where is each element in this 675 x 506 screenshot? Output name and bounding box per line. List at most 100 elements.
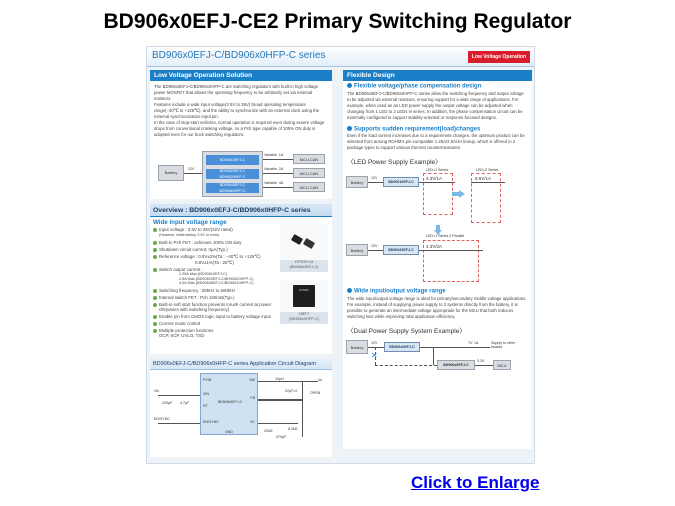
pin-vin: VIN [203, 392, 209, 396]
feature-item: Internal switch FET : Pch 160mΩ(Typ.) [150, 295, 278, 300]
pin-sw: SW [249, 378, 255, 382]
package-caption-htsopj8: HTSOPJ-8(BD906x0EFJ-C) [280, 260, 328, 272]
package-caption-hrp7: HRP7(BD906x0HFP-C) [280, 312, 328, 324]
vin-label: Vin [154, 389, 160, 393]
product-brief-image[interactable]: BD906x0EFJ-C/BD906x0HFP-C series Low Vol… [146, 46, 535, 464]
wire [368, 346, 384, 348]
config-label: LED=1 Series 2 Parallel [426, 234, 465, 238]
dashed-wire [375, 346, 376, 365]
bullet-icon [347, 288, 352, 293]
subhead-compensation: Flexible voltage/phase compensation desi… [343, 81, 532, 90]
overview-subtitle: Wide input voltage range [153, 219, 227, 226]
cross-icon: ✕ [371, 350, 378, 360]
wire [368, 182, 383, 183]
load-block-1: MCU,CAN [293, 154, 325, 164]
chip-icon [302, 237, 316, 250]
load-changes-text: Even if the load current increases due t… [347, 133, 525, 150]
right-arrow-icon [459, 190, 465, 198]
output-label-2: Variable, 2A [264, 167, 284, 171]
wire [419, 182, 455, 183]
feature-item: Switch output current : 1.25A Max.(BD906… [150, 267, 278, 286]
circuit-panel: BD906x0EFJ-C/BD906x0HFP-C series Applica… [150, 359, 332, 457]
load-block-3: MCU,CAN [293, 182, 325, 192]
pin-pvin: PVIN [203, 378, 212, 382]
r-fb-label: 8.2kΩ [288, 427, 298, 431]
block-diagram: Battery 12V BD90610EFJ-C BD90620EFJ-C BD… [150, 151, 332, 199]
doc-header: BD906x0EFJ-C/BD906x0HFP-C series Low Vol… [147, 47, 534, 67]
ic-label: BD906x0EFJ-C [217, 400, 243, 404]
arrow-shaft [452, 192, 459, 196]
feature-item: Input voltage : 3.5V to 36V(42V rated)(H… [150, 227, 278, 239]
en-label: EN/SYNC [154, 417, 170, 421]
config-label: LED=2 Series [476, 168, 499, 172]
input-voltage-label: 12V [371, 340, 378, 345]
intro-para-2: Features include a wide input voltage(3.… [154, 102, 320, 119]
feature-item: Current mode control [150, 321, 328, 327]
vo-label: Vo [318, 378, 323, 382]
load-block-2: MCU,CAN [293, 168, 325, 178]
pin-en-sync: EN/SYNC [203, 420, 219, 424]
ic-block-3: BD90640EFJ-C BD90640HFP-C [205, 182, 260, 194]
wide-range-text: The wide input/output voltage range is i… [347, 295, 527, 319]
vc-wire [258, 423, 298, 424]
wire [368, 250, 383, 251]
led-example-title: 〈LED Power Supply Example〉 [347, 159, 442, 166]
output-destination: Supply to other boards [491, 340, 516, 350]
wire [420, 346, 490, 348]
chip-icon: ROHM [293, 285, 315, 307]
bullet-icon [347, 125, 352, 131]
ic-block-1: BD90610EFJ-C [205, 154, 260, 166]
intro-para-3: In the case of stop-start vehicles, norm… [154, 120, 325, 137]
led-config-3-box [423, 240, 479, 282]
left-column: Low Voltage Operation Solution The BD906… [150, 70, 332, 457]
feature-item: Built-in Pch FET : achieves 100% ON duty [150, 240, 278, 246]
ic-group: BD90610EFJ-C BD90620EFJ-C BD90620HFP-C B… [202, 151, 263, 197]
pin-fb: FB [250, 396, 255, 400]
ic-block: BD90620EFJ-C [383, 245, 419, 255]
compensation-text: The BD906x0EFJ-C/BD906x0HFP-C series all… [347, 90, 524, 120]
output-label-1: Variable, 1A [264, 153, 284, 157]
cin2-label: 4.7μF [180, 401, 190, 405]
battery-block: Battery [346, 176, 368, 188]
ic-block: BD906x0EFJ-C [384, 341, 420, 352]
subhead-load-changes: Supports sudden requirement(load)changes [343, 124, 532, 132]
overview-panel: Overview : BD906x0EFJ-C/BD906x0HFP-C ser… [150, 204, 332, 354]
cc-label: 470pF [276, 435, 287, 439]
feature-list-cont: Built-in soft start function prevents in… [150, 302, 328, 339]
open-label: OPEN [310, 391, 321, 395]
feature-item: Switching frequency : 50kHz to 600kHz [150, 288, 278, 293]
flexible-panel: Flexible voltage/phase compensation desi… [343, 81, 532, 449]
config-value: 4.3V/2A [426, 244, 443, 249]
overview-title: Overview : BD906x0EFJ-C/BD906x0HFP-C ser… [150, 204, 332, 217]
wire [475, 364, 493, 366]
package-hrp7: ROHM [280, 280, 328, 312]
input-voltage-label: 12V [371, 244, 378, 248]
bullet-icon [347, 83, 352, 88]
low-voltage-badge: Low Voltage Operation [467, 51, 530, 63]
vin-wire [158, 395, 200, 396]
output-label: 3.3V [477, 358, 485, 363]
subhead-wide-range: Wide input/output voltage range [343, 286, 532, 295]
dual-example-title: 〈Dual Power Supply System Example〉 [347, 327, 466, 335]
intro-text: The BD906x0EFJ-C/BD906x0HFP-C are switch… [150, 81, 332, 141]
ic-block-2: BD90620EFJ-C BD90620HFP-C [205, 168, 260, 180]
inductor-label: 10μH [275, 377, 284, 381]
section-title-flexible-design: Flexible Design [343, 70, 532, 81]
intro-para-1: The BD906x0EFJ-C/BD906x0HFP-C are switch… [154, 84, 319, 101]
config-label: LED=1 Series [426, 168, 449, 172]
series-title: BD906x0EFJ-C/BD906x0HFP-C series [152, 50, 326, 61]
fb-divider-wire [302, 381, 303, 437]
out-line-3 [263, 187, 293, 188]
ic-chip: BD906x0EFJ-C PVIN VIN RT EN/SYNC SW FB V… [200, 373, 258, 435]
pin-vc: VC [250, 420, 255, 424]
pin-rt: RT [203, 404, 208, 408]
feature-list: Input voltage : 3.5V to 36V(42V rated)(H… [150, 227, 278, 300]
click-to-enlarge-link[interactable]: Click to Enlarge [411, 473, 540, 492]
cin-label: 220μF [162, 401, 173, 405]
circuit-title: BD906x0EFJ-C/BD906x0HFP-C series Applica… [150, 359, 332, 370]
output-label: 7V, 1A [468, 340, 479, 345]
config-value: 8.6V/1A [475, 176, 492, 181]
battery-block: Battery [158, 165, 184, 181]
pin-gnd: GND [225, 430, 233, 434]
